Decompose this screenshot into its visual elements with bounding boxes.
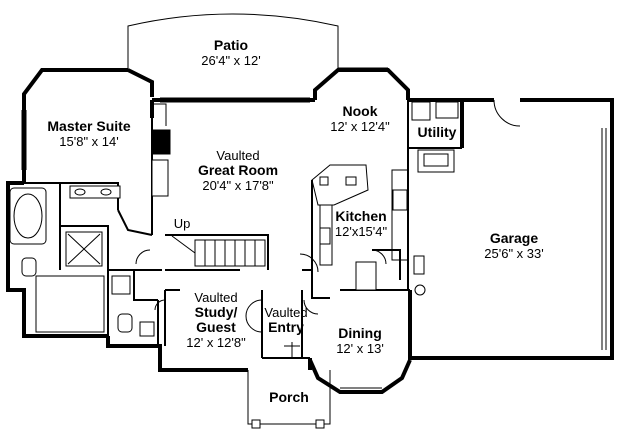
master-suite-dims: 15'8" x 14' [59,134,119,149]
room-label-garage: Garage 25'6" x 33' [466,230,562,262]
exterior-walls [6,68,614,394]
room-label-study: Vaulted Study/ Guest 12' x 12'8" [176,290,256,350]
porch-outline [247,370,331,429]
entry-name: Entry [268,319,304,335]
room-label-porch: Porch [262,390,316,405]
door-swings [135,99,521,358]
room-label-dining: Dining 12' x 13' [324,325,396,357]
room-label-patio: Patio 26'4" x 12' [190,37,272,69]
patio-outline [127,13,339,70]
great-room-qualifier: Vaulted [216,148,260,163]
room-label-kitchen: Kitchen 12'x15'4" [330,208,392,240]
stair-up-label: Up [170,216,194,231]
garage-door-lines [601,128,607,350]
room-label-utility: Utility [412,125,462,140]
nook-dims: 12' x 12'4" [330,119,390,134]
dining-dims: 12' x 13' [336,341,384,356]
kitchen-counters [311,164,426,296]
dining-name: Dining [338,325,382,341]
study-name-line1: Study/ [194,304,238,320]
patio-name: Patio [213,37,249,53]
room-label-nook: Nook 12' x 12'4" [322,103,398,135]
entry-qualifier: Vaulted [264,305,308,320]
porch-name: Porch [269,389,309,405]
room-label-master-suite: Master Suite 15'8" x 14' [34,118,144,150]
study-qualifier: Vaulted [194,290,238,305]
staircase [171,235,266,267]
great-room-dims: 20'4" x 17'8" [202,178,274,193]
kitchen-name: Kitchen [335,208,387,224]
utility-name: Utility [417,124,457,140]
fireplace [151,103,171,197]
stair-up-text: Up [173,216,191,231]
nook-name: Nook [342,103,378,119]
utility-fixtures [411,101,459,173]
garage-name: Garage [489,230,539,246]
kitchen-dims: 12'x15'4" [334,224,388,239]
study-dims: 12' x 12'8" [186,335,246,350]
windows [21,67,388,389]
study-name-line2: Guest [196,319,236,335]
patio-dims: 26'4" x 12' [201,53,261,68]
great-room-name: Great Room [197,162,279,178]
room-label-great-room: Vaulted Great Room 20'4" x 17'8" [186,148,290,193]
master-bath-fixtures [9,185,155,337]
master-suite-name: Master Suite [47,118,131,134]
room-label-entry: Vaulted Entry [258,305,314,335]
garage-dims: 25'6" x 33' [484,246,544,261]
